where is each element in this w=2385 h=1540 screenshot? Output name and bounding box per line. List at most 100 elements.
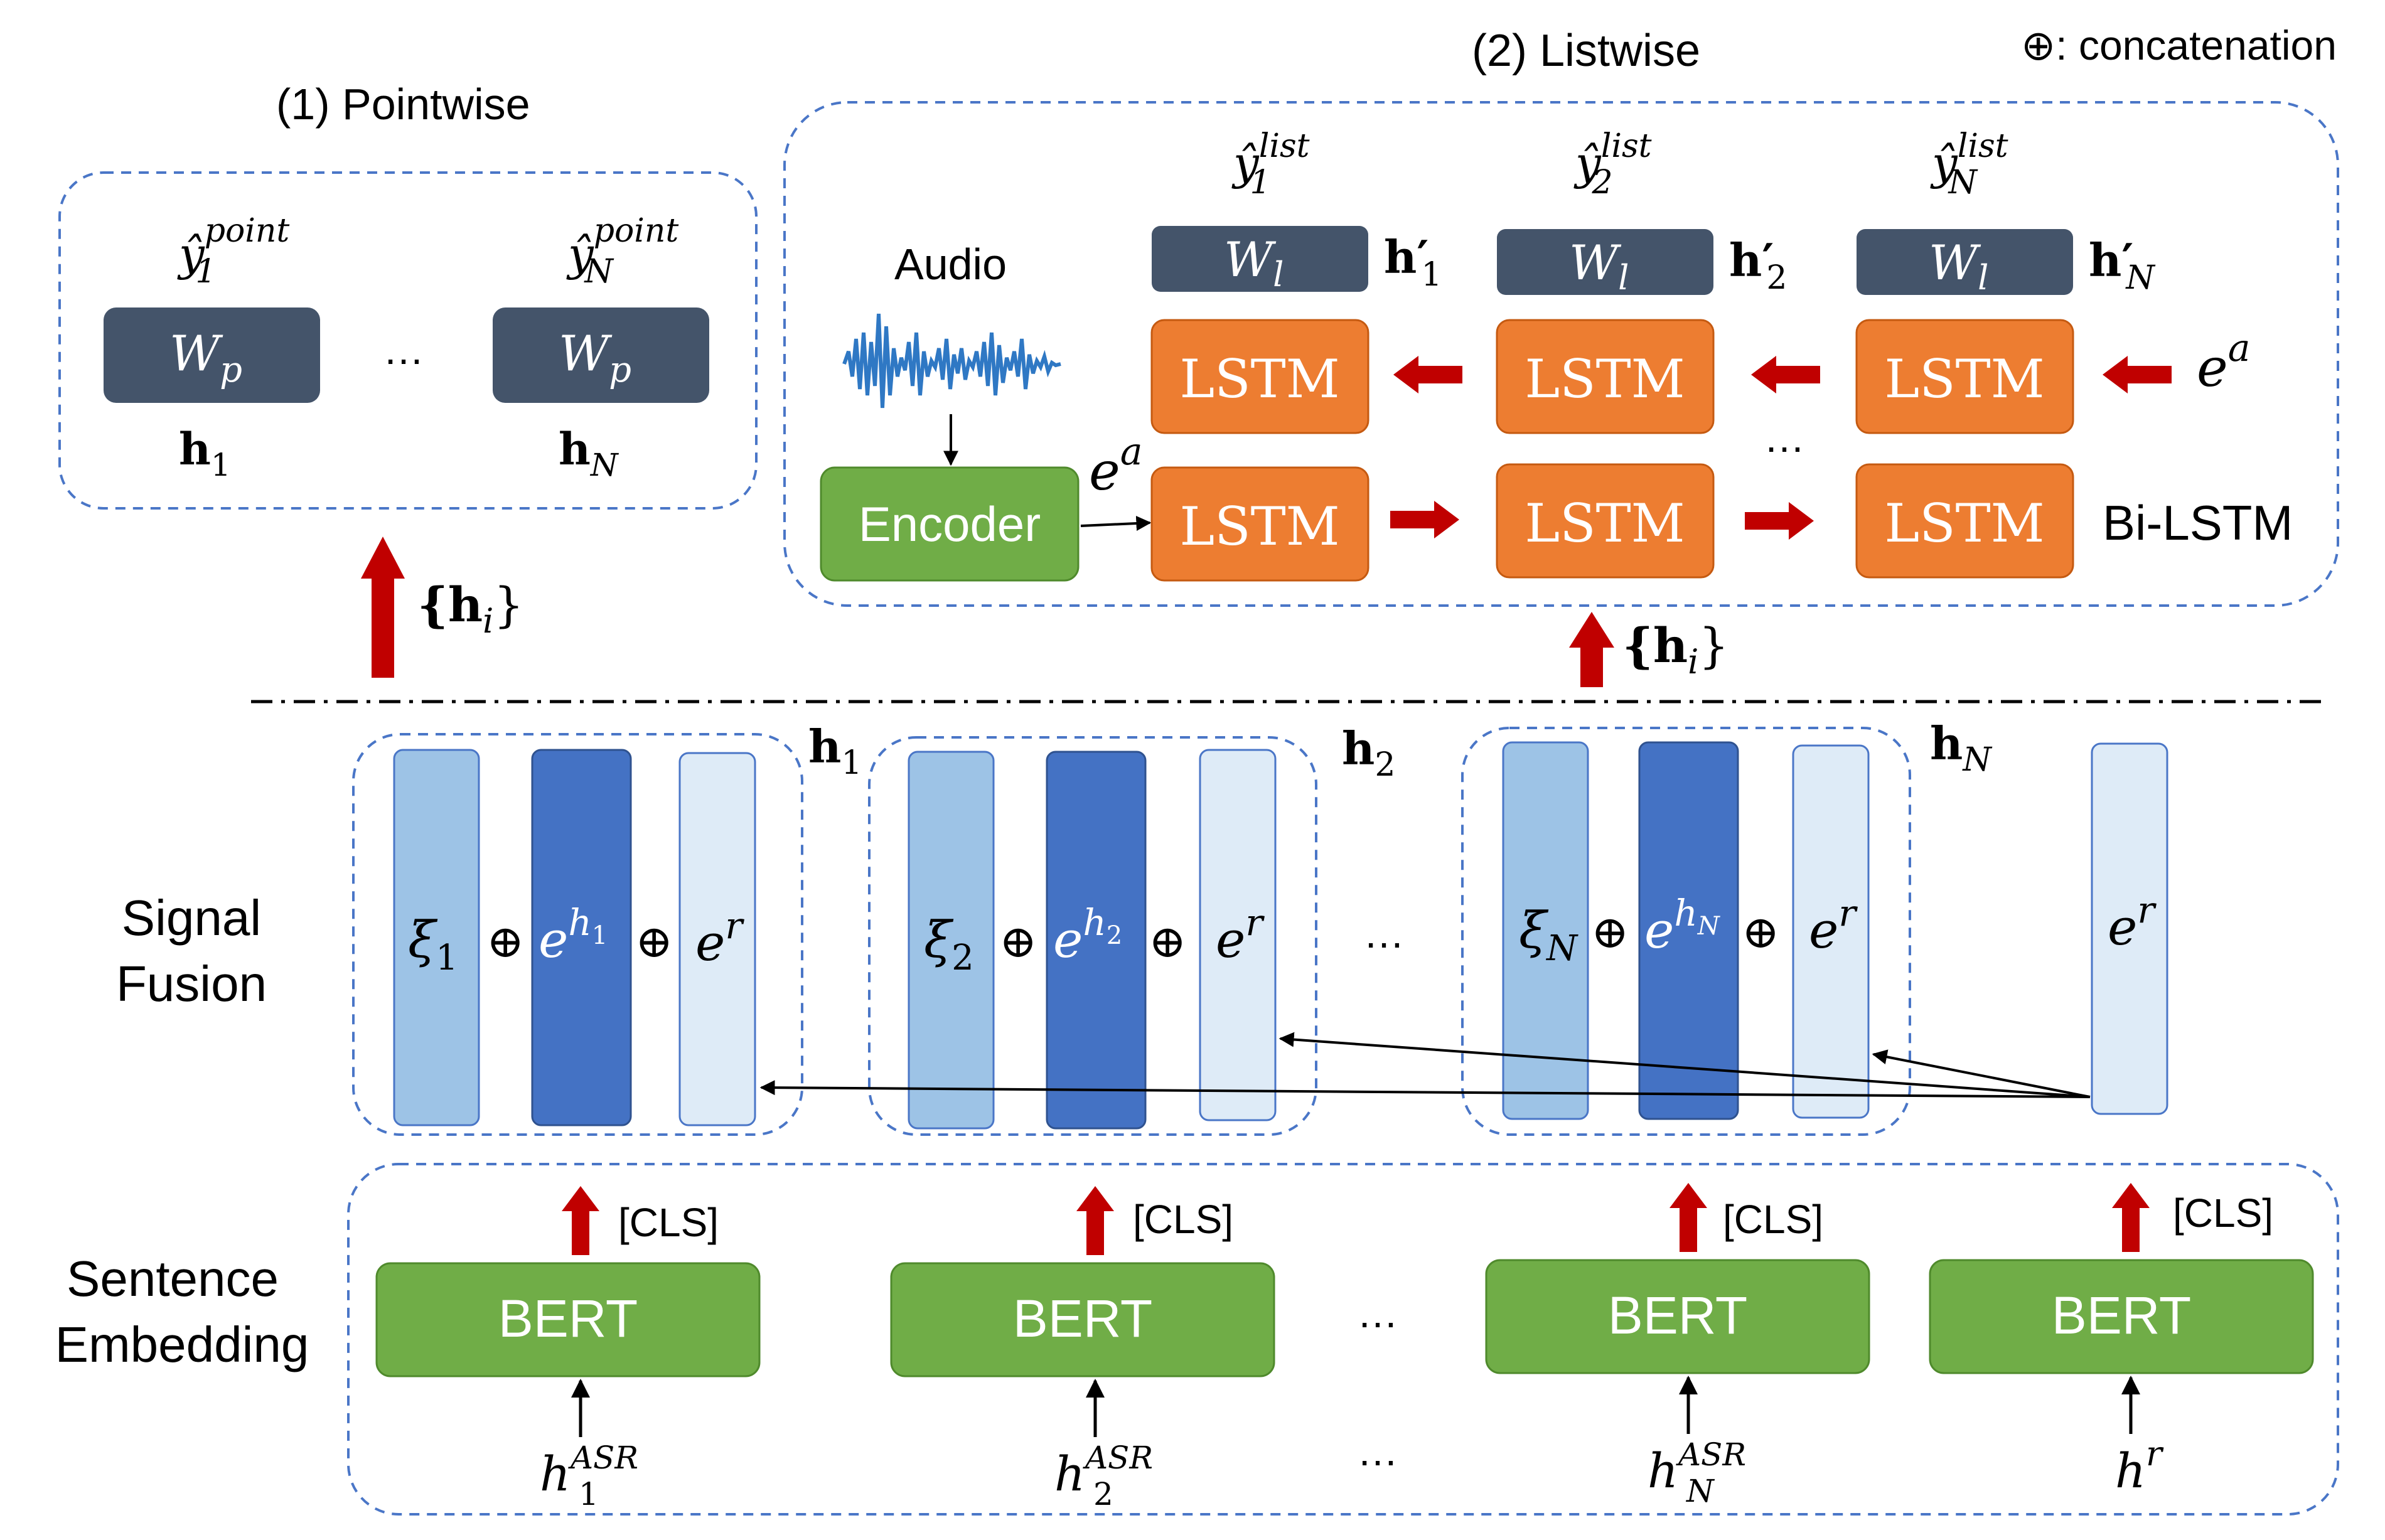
listwise-weight-box-2 (1497, 229, 1713, 295)
listwise-box (783, 101, 2339, 607)
cls-arrow-n (1670, 1183, 1707, 1252)
encoder-to-lstm-arrow (1080, 515, 1152, 531)
lstm-forward-2-label: LSTM (1525, 493, 1685, 554)
concatenation-legend: ⊕: concatenation (2021, 22, 2337, 68)
audio-label: Audio (894, 240, 1007, 289)
audio-waveform-icon (842, 313, 1061, 409)
fusion-plus-1b: ⊕ (635, 915, 673, 968)
encoder-label: Encoder (859, 496, 1041, 552)
backward-arrow-2-1 (1393, 356, 1462, 393)
fusion-group-n-h: hN (1930, 717, 1992, 779)
input-dots: … (1357, 1428, 1398, 1474)
cls-arrow-2 (1076, 1186, 1114, 1255)
fusion-group-1-h: h1 (808, 720, 862, 782)
backward-arrow-ea-n (2103, 356, 2172, 393)
pointwise-hn: hN (559, 423, 619, 483)
bert-dots: … (1357, 1290, 1398, 1336)
pointwise-input-arrow (372, 577, 394, 678)
fusion-plus-2a: ⊕ (999, 915, 1037, 968)
sentence-embedding-label-2: Embedding (55, 1317, 309, 1372)
bert-box-r (1929, 1259, 2314, 1374)
listwise-weight-box-1 (1152, 226, 1368, 292)
cls-arrow-1 (562, 1186, 599, 1255)
signal-fusion-label-1: Signal (122, 890, 261, 946)
listwise-title: (2) Listwise (1472, 26, 1700, 76)
pointwise-dots: … (383, 326, 424, 373)
fusion-group-n (1461, 727, 1911, 1136)
fusion-group-1 (352, 733, 803, 1136)
fusion-eh-col-2 (1046, 751, 1147, 1130)
fusion-xi-col-1 (393, 749, 480, 1126)
fusion-er-col-1 (678, 752, 756, 1126)
fusion-eh-col-1 (531, 749, 632, 1126)
lstm-forward-n-label: LSTM (1884, 493, 2044, 554)
cls-label-1: [CLS] (618, 1200, 719, 1245)
ref-to-er-2-arrow (1278, 1032, 2091, 1098)
fusion-plus-na: ⊕ (1591, 906, 1629, 958)
input-label-r: hr (2115, 1434, 2164, 1499)
forward-arrow-2-n (1745, 502, 1814, 540)
pointwise-weight-box-1 (104, 307, 320, 403)
sentence-embedding-label-1: Sentence (67, 1251, 279, 1307)
fusion-xi-n: ξN (1519, 901, 1578, 969)
cls-label-2: [CLS] (1133, 1197, 1233, 1242)
listwise-hprime-n: h′N (2089, 233, 2155, 297)
lstm-backward-2-label: LSTM (1525, 348, 1685, 410)
listwise-input-arrow (1580, 646, 1603, 687)
pointwise-input-label: {hi} (417, 577, 524, 641)
fusion-xi-2: ξ2 (924, 911, 974, 978)
fusion-plus-1a: ⊕ (486, 915, 524, 968)
listwise-input-label: {hi} (1622, 618, 1729, 682)
lstm-forward-1 (1150, 466, 1369, 582)
cls-arrow-r (2112, 1183, 2150, 1252)
listwise-ea-right: ea (2197, 326, 2251, 398)
listwise-weight-box-n (1857, 229, 2073, 295)
fusion-eh-2: eh2 (1053, 901, 1122, 969)
pointwise-weight-n: Wp (559, 326, 631, 390)
lstm-backward-n-label: LSTM (1884, 348, 2044, 410)
bert-box-n (1485, 1259, 1870, 1374)
pointwise-title: (1) Pointwise (276, 80, 530, 129)
fusion-plus-nb: ⊕ (1742, 906, 1779, 958)
fusion-xi-col-2 (908, 751, 995, 1130)
forward-arrow-1-2 (1390, 501, 1459, 538)
fusion-group-2-h: h2 (1342, 722, 1395, 784)
cls-label-n: [CLS] (1723, 1197, 1823, 1242)
lstm-backward-2 (1496, 319, 1715, 434)
fusion-eh-col-n (1638, 741, 1739, 1120)
fusion-er-col-n (1792, 744, 1870, 1119)
fusion-ref-er: er (2108, 889, 2157, 956)
cls-label-r: [CLS] (2173, 1190, 2273, 1236)
fusion-xi-col-n (1502, 741, 1589, 1120)
signal-fusion-label-2: Fusion (116, 956, 267, 1012)
sentence-embedding-section: Sentence Embedding [CLS] [CLS] [CLS] [CL… (55, 1163, 2339, 1516)
fusion-er-1: er (695, 904, 744, 972)
fusion-group-2 (868, 736, 1317, 1136)
fusion-eh-1: eh1 (539, 901, 608, 969)
lstm-backward-1 (1150, 319, 1369, 434)
fusion-eh-n: ehN (1644, 892, 1721, 960)
encoder-ea: ea (1089, 430, 1143, 502)
listwise-dots: … (1764, 414, 1805, 461)
fusion-dots: … (1363, 910, 1405, 956)
lstm-forward-n (1855, 463, 2074, 579)
sentence-embedding-box (347, 1163, 2339, 1516)
bert-label-n: BERT (1608, 1286, 1748, 1345)
fusion-er-col-2 (1199, 749, 1277, 1121)
listwise-hprime-2: h′2 (1729, 233, 1787, 297)
bert-box-1 (375, 1262, 761, 1377)
lstm-forward-2 (1496, 463, 1715, 579)
signal-fusion-section: Signal Fusion h1 ξ1 ⊕ eh1 ⊕ er h2 ξ2 ⊕ e… (116, 717, 2168, 1136)
ref-to-er-1-arrow (759, 1080, 2091, 1098)
fusion-xi-1: ξ1 (408, 911, 458, 978)
pointwise-box (58, 171, 758, 510)
encoder-box (820, 466, 1080, 582)
fusion-plus-2b: ⊕ (1149, 915, 1186, 968)
